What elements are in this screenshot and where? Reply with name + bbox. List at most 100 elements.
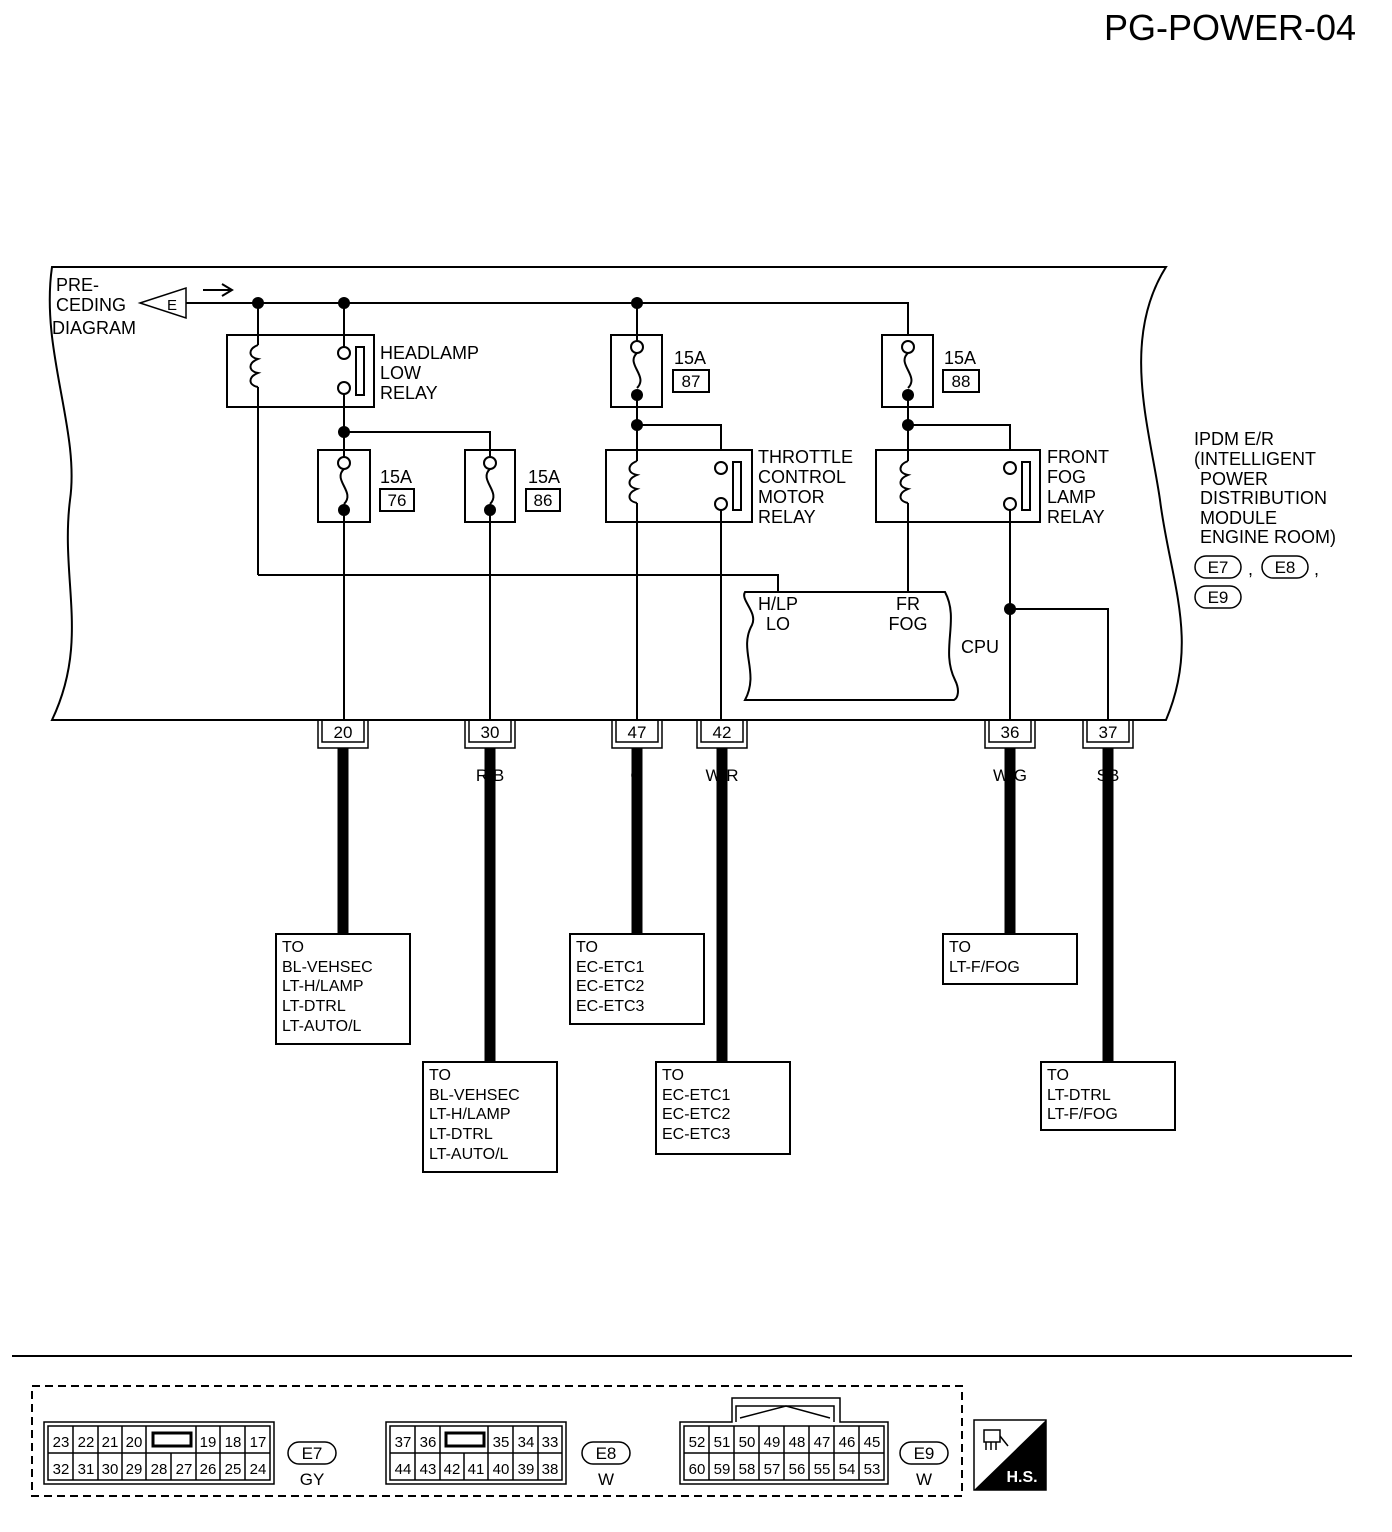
svg-text:50: 50 [739, 1434, 756, 1451]
svg-text:24: 24 [250, 1461, 267, 1478]
svg-text:36: 36 [420, 1434, 437, 1451]
svg-text:FR: FR [896, 594, 920, 614]
svg-text:(INTELLIGENT: (INTELLIGENT [1194, 449, 1316, 469]
svg-text:RELAY: RELAY [758, 507, 816, 527]
svg-text:THROTTLE: THROTTLE [758, 447, 853, 467]
svg-text:30: 30 [481, 723, 500, 742]
destination-box-wg[interactable]: TO LT-F/FOG [942, 933, 1078, 985]
svg-text:LOW: LOW [380, 363, 421, 383]
svg-text:LT-DTRL: LT-DTRL [429, 1126, 493, 1143]
fuse-87-number: 87 [672, 369, 710, 393]
svg-text:RELAY: RELAY [1047, 507, 1105, 527]
svg-text:58: 58 [739, 1461, 756, 1478]
svg-text:49: 49 [764, 1434, 781, 1451]
front-fog-relay-label: FRONT FOG LAMP RELAY [1047, 447, 1109, 527]
svg-text:LT-DTRL: LT-DTRL [282, 998, 346, 1015]
fuse-87 [610, 303, 663, 425]
svg-text:CONTROL: CONTROL [758, 467, 846, 487]
svg-text:EC-ETC1: EC-ETC1 [662, 1087, 731, 1104]
connector-face-e9[interactable]: 52 51 50 49 48 47 46 45 60 59 58 57 56 5… [679, 1397, 889, 1485]
module-outline [48, 266, 1183, 721]
separator: , [1248, 559, 1253, 579]
svg-text:E8: E8 [1275, 558, 1296, 577]
svg-text:21: 21 [102, 1434, 119, 1451]
fuse-86 [464, 432, 516, 720]
connector-face-e8[interactable]: 37 36 35 34 33 44 43 42 41 40 39 38 [385, 1421, 567, 1485]
svg-text:34: 34 [518, 1434, 535, 1451]
terminal-47[interactable]: 47 [611, 719, 663, 749]
module-connector-e7[interactable]: E7 [1194, 555, 1242, 579]
destination-box-wr[interactable]: TO EC-ETC1 EC-ETC2 EC-ETC3 [655, 1061, 791, 1155]
module-connector-e8[interactable]: E8 [1261, 555, 1309, 579]
svg-text:20: 20 [334, 723, 353, 742]
svg-text:19: 19 [200, 1434, 217, 1451]
svg-text:27: 27 [176, 1461, 193, 1478]
svg-text:51: 51 [714, 1434, 731, 1451]
svg-text:44: 44 [395, 1461, 412, 1478]
module-label: IPDM E/R (INTELLIGENT POWER DISTRIBUTION… [1194, 429, 1336, 547]
svg-text:LO: LO [766, 614, 790, 634]
svg-text:H/LP: H/LP [758, 594, 798, 614]
fuse-76 [317, 432, 371, 720]
svg-text:GY: GY [300, 1470, 325, 1489]
svg-text:17: 17 [250, 1434, 267, 1451]
separator: , [1314, 559, 1319, 579]
destination-box-sb[interactable]: TO LT-DTRL LT-F/FOG [1040, 1061, 1176, 1131]
svg-text:W: W [916, 1470, 932, 1489]
wire [1010, 608, 1109, 720]
svg-text:37: 37 [395, 1434, 412, 1451]
svg-text:LT-AUTO/L: LT-AUTO/L [429, 1146, 509, 1163]
svg-text:87: 87 [682, 372, 701, 391]
svg-text:59: 59 [714, 1461, 731, 1478]
connector-face-e7[interactable]: 23 22 21 20 19 18 17 32 31 30 29 28 27 2… [43, 1421, 275, 1485]
destination-box-g[interactable]: TO EC-ETC1 EC-ETC2 EC-ETC3 [569, 933, 705, 1025]
svg-text:33: 33 [542, 1434, 559, 1451]
front-fog-lamp-relay [875, 425, 1041, 720]
svg-text:22: 22 [78, 1434, 95, 1451]
svg-text:EC-ETC3: EC-ETC3 [662, 1126, 731, 1143]
svg-text:35: 35 [493, 1434, 510, 1451]
module-connector-e9[interactable]: E9 [1194, 585, 1242, 609]
svg-text:W: W [598, 1470, 614, 1489]
svg-text:CEDING: CEDING [56, 295, 126, 315]
fuse-86-rating: 15A [528, 467, 560, 487]
svg-text:29: 29 [126, 1461, 143, 1478]
terminal-42[interactable]: 42 [696, 719, 748, 749]
terminal-37[interactable]: 37 [1082, 719, 1134, 749]
svg-text:DISTRIBUTION: DISTRIBUTION [1200, 488, 1327, 508]
svg-text:41: 41 [468, 1461, 485, 1478]
svg-text:IPDM E/R: IPDM E/R [1194, 429, 1274, 449]
svg-text:39: 39 [518, 1461, 535, 1478]
terminal-30[interactable]: 30 [464, 719, 516, 749]
svg-text:86: 86 [534, 491, 553, 510]
svg-text:26: 26 [200, 1461, 217, 1478]
svg-text:TO: TO [429, 1067, 451, 1084]
svg-text:57: 57 [764, 1461, 781, 1478]
svg-text:46: 46 [839, 1434, 856, 1451]
fuse-88-rating: 15A [944, 348, 976, 368]
destination-box-rb[interactable]: TO BL-VEHSEC LT-H/LAMP LT-DTRL LT-AUTO/L [422, 1061, 558, 1173]
svg-text:38: 38 [542, 1461, 559, 1478]
svg-text:LT-DTRL: LT-DTRL [1047, 1087, 1111, 1104]
svg-text:28: 28 [151, 1461, 168, 1478]
svg-text:31: 31 [78, 1461, 95, 1478]
svg-text:37: 37 [1099, 723, 1118, 742]
svg-text:POWER: POWER [1200, 469, 1268, 489]
svg-text:53: 53 [864, 1461, 881, 1478]
terminal-20[interactable]: 20 [317, 719, 369, 749]
destination-box-r[interactable]: TO BL-VEHSEC LT-H/LAMP LT-DTRL LT-AUTO/L [275, 933, 411, 1045]
svg-text:30: 30 [102, 1461, 119, 1478]
svg-text:47: 47 [814, 1434, 831, 1451]
svg-text:FOG: FOG [1047, 467, 1086, 487]
svg-text:47: 47 [628, 723, 647, 742]
svg-text:MOTOR: MOTOR [758, 487, 825, 507]
fuse-88 [881, 334, 934, 425]
svg-text:54: 54 [839, 1461, 856, 1478]
terminal-36[interactable]: 36 [984, 719, 1036, 749]
svg-text:E9: E9 [1208, 588, 1229, 607]
svg-text:RELAY: RELAY [380, 383, 438, 403]
svg-text:TO: TO [949, 939, 971, 956]
offpage-connector-e[interactable]: E [137, 286, 187, 320]
svg-text:42: 42 [713, 723, 732, 742]
